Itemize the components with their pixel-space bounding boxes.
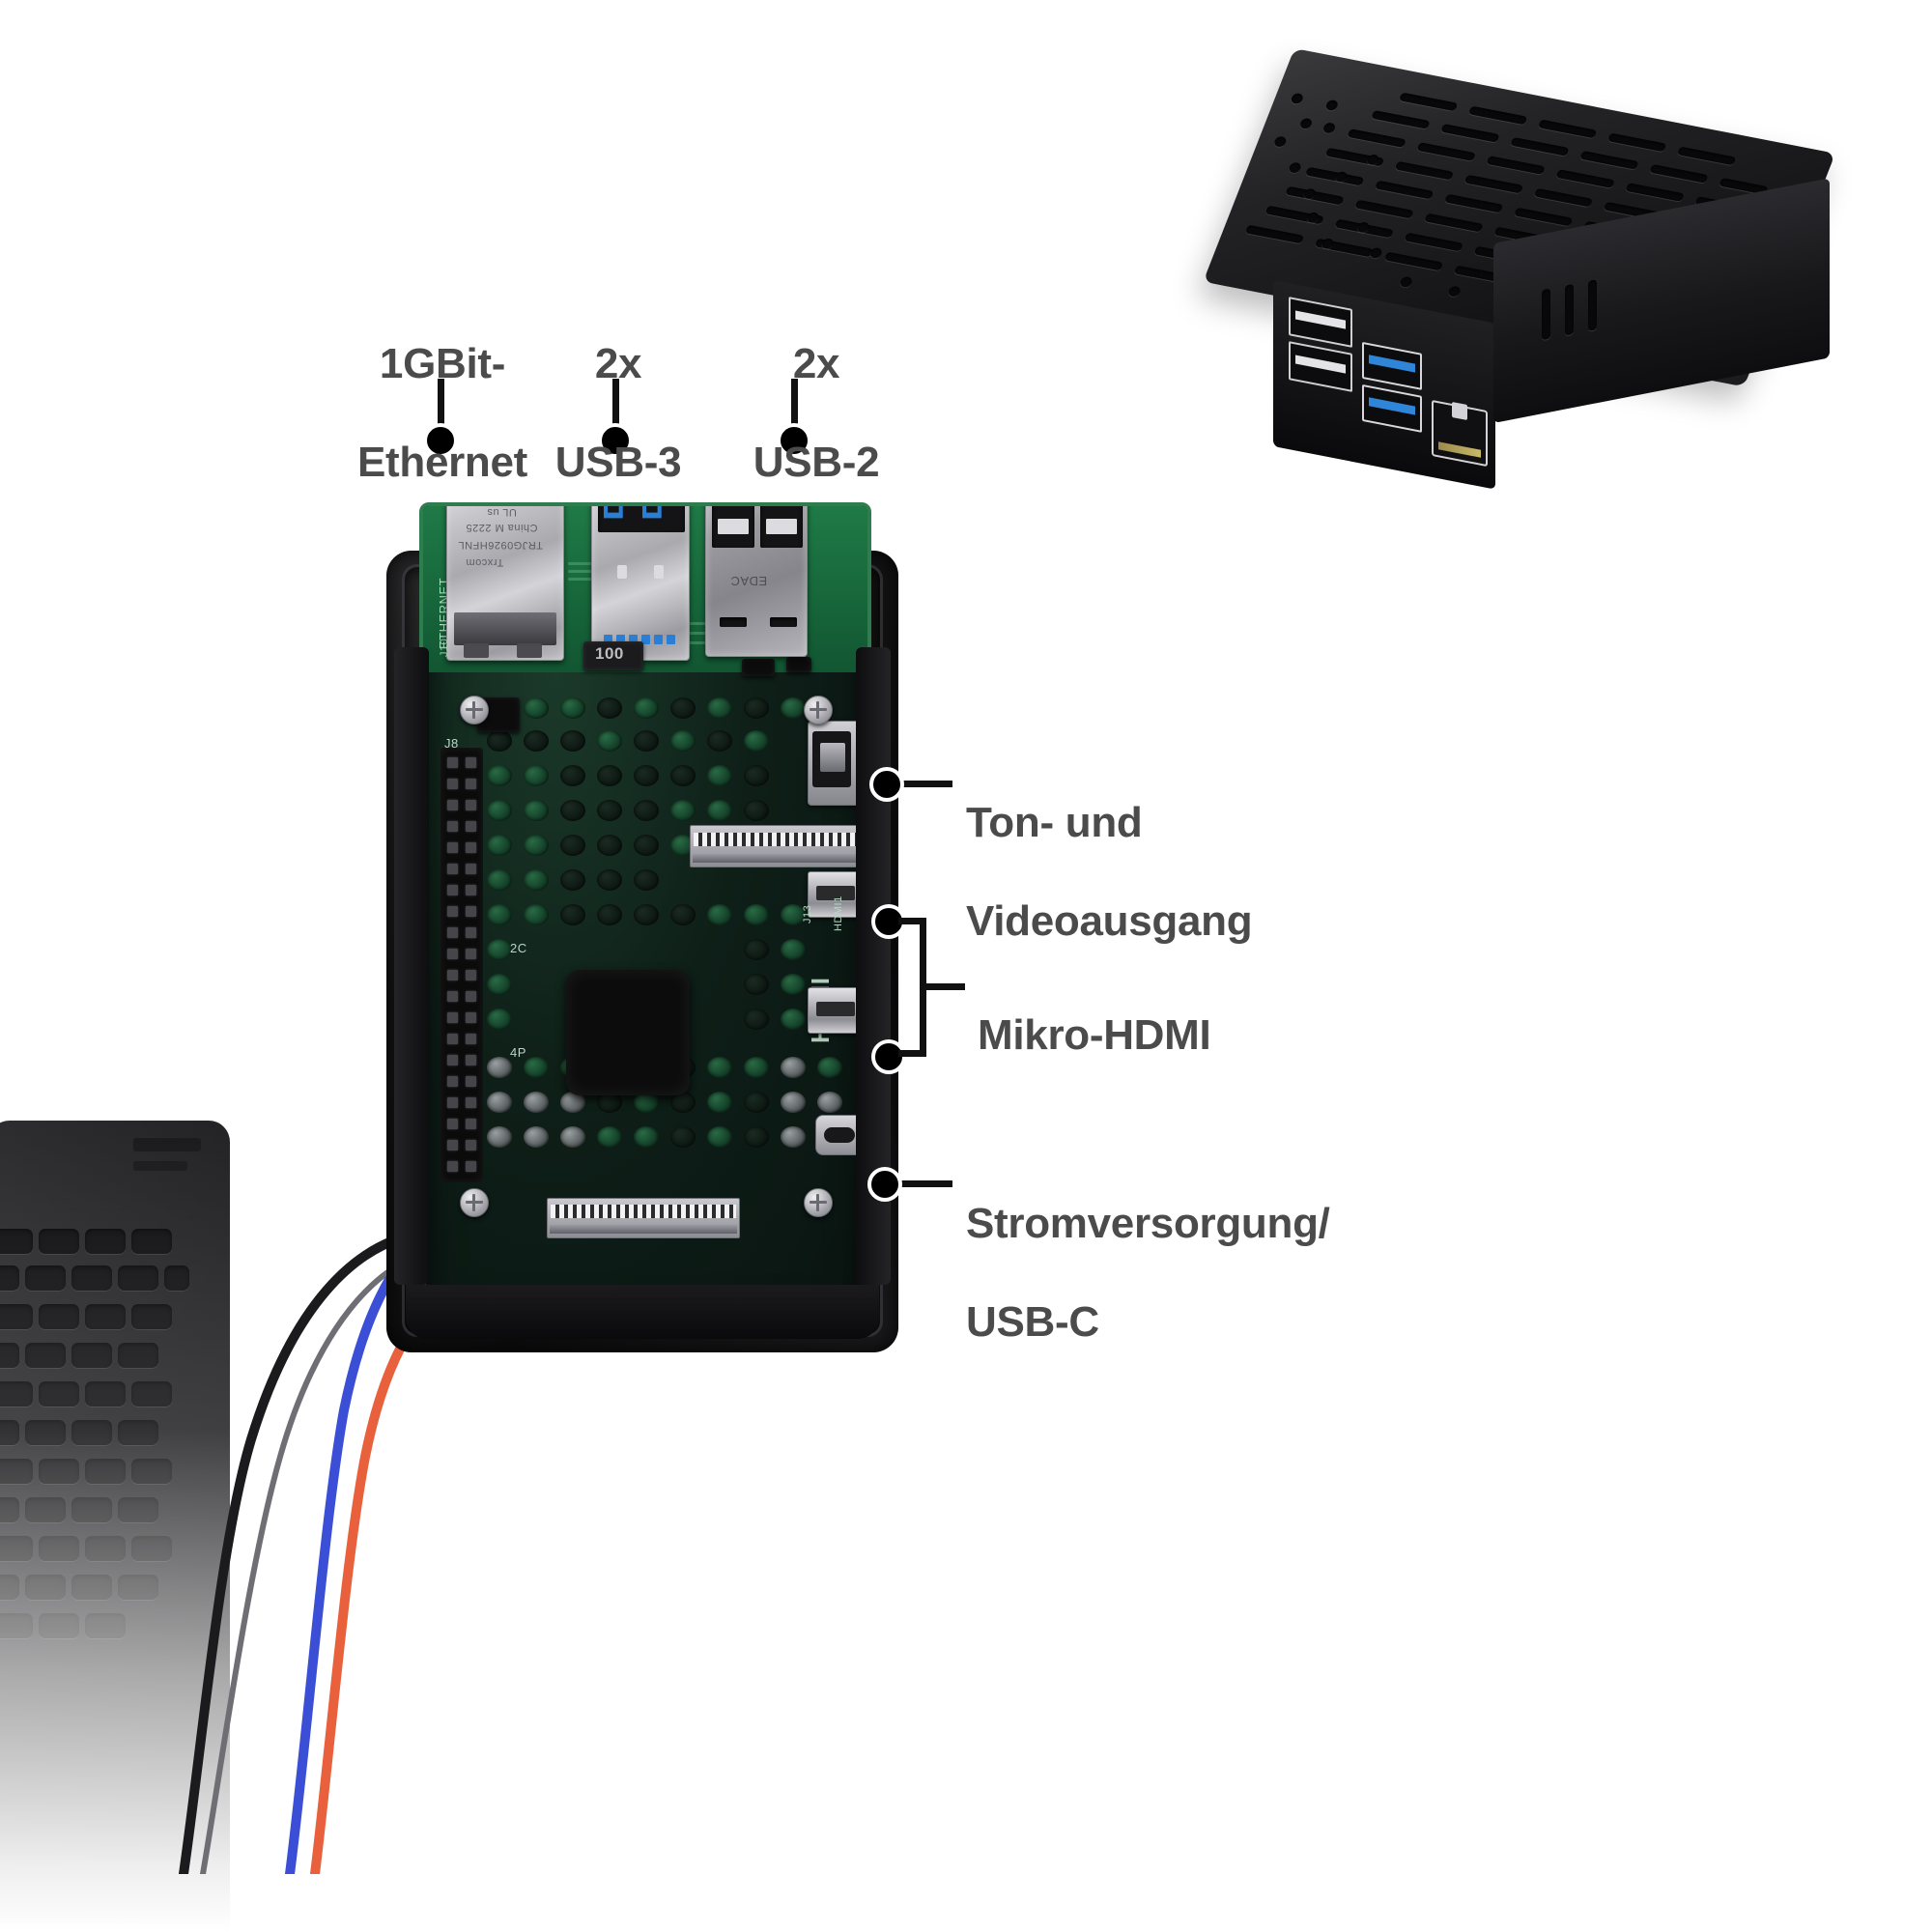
micro-hdmi-1-port xyxy=(808,987,864,1034)
gpio-header xyxy=(440,748,483,1182)
leader-line-av-out xyxy=(898,781,952,787)
callout-dot-av-out xyxy=(869,767,904,802)
mount-screw-top-right xyxy=(804,696,833,724)
label-ethernet-line2: Ethernet xyxy=(356,439,528,487)
leader-line-ethernet xyxy=(438,379,444,435)
inductor xyxy=(583,641,643,670)
silkscreen-gpio-2c: 2C xyxy=(510,941,527,955)
silkscreen-ethernet-ref: J10 xyxy=(439,638,450,657)
ffc-connector-upper xyxy=(690,825,860,867)
label-usb3-line2: USB-3 xyxy=(554,439,682,487)
usb-c-power-port xyxy=(815,1115,864,1155)
leader-line-usb3 xyxy=(612,379,619,435)
mount-screw-bottom-right xyxy=(804,1188,833,1217)
label-av-out-line2: Videoausgang xyxy=(966,897,1253,946)
silkscreen-gpio-4p: 4P xyxy=(510,1045,526,1060)
label-usb3-line1: 2x xyxy=(594,340,642,388)
silkscreen-ethernet-vendor: Trxcom xyxy=(466,556,504,568)
case-usb2-lower-port xyxy=(1289,341,1352,392)
label-usb3: 2x USB-3 xyxy=(555,290,682,536)
soc-shield xyxy=(566,970,690,1095)
case-usb3-upper-port xyxy=(1362,341,1422,390)
case-bottom-edge xyxy=(406,1285,879,1339)
case-ethernet-port xyxy=(1432,399,1488,468)
smd-chip-right-2 xyxy=(786,657,811,672)
callout-bracket-micro-hdmi xyxy=(898,918,926,1057)
label-ethernet: 1GBit- Ethernet xyxy=(357,290,527,536)
callout-dot-power-usbc xyxy=(867,1167,902,1202)
label-power-usbc-line1: Stromversorgung/ xyxy=(966,1200,1330,1248)
leader-line-power-usbc xyxy=(896,1180,952,1187)
label-micro-hdmi: Mikro-HDMI xyxy=(978,961,1211,1109)
silkscreen-ethernet-part: TRJG0926HFNL xyxy=(458,539,543,551)
usb2-port-stack xyxy=(705,506,808,657)
silkscreen-hdmi1: HDMI1 xyxy=(833,895,844,931)
label-power-usbc: Stromversorgung/ USB-C xyxy=(966,1150,1330,1396)
ffc-connector-lower xyxy=(547,1198,740,1238)
micro-hdmi-0-port xyxy=(808,871,864,918)
solder-hole-matrix xyxy=(448,690,854,1240)
leader-line-micro-hdmi xyxy=(926,983,965,990)
label-usb2-line1: 2x xyxy=(792,340,840,388)
case-usb3-lower-port xyxy=(1362,384,1422,433)
ethernet-jack xyxy=(446,506,564,661)
pcb: ETHERNET USB3 xyxy=(419,502,871,1323)
mount-screw-top-left xyxy=(460,696,489,724)
callout-dot-micro-hdmi-bottom xyxy=(871,1039,906,1074)
case-left-rail xyxy=(394,647,429,1285)
raspberry-pi-assembly: ETHERNET USB3 xyxy=(386,502,898,1352)
label-usb2: 2x USB-2 xyxy=(753,290,880,536)
label-av-out-line1: Ton- und xyxy=(966,799,1143,847)
label-micro-hdmi-line1: Mikro-HDMI xyxy=(978,1011,1211,1060)
silkscreen-gpio-ref: J8 xyxy=(444,736,459,751)
callout-dot-usb3 xyxy=(598,423,633,458)
silkscreen-usb2-vendor: EDAC xyxy=(730,574,768,588)
callout-dot-ethernet xyxy=(423,423,458,458)
label-usb2-line2: USB-2 xyxy=(753,439,880,487)
label-ethernet-line1: 1GBit- xyxy=(379,340,506,388)
usb3-port-stack xyxy=(591,506,690,661)
closed-case-photo xyxy=(1203,39,1893,541)
label-av-out: Ton- und Videoausgang xyxy=(966,749,1253,995)
label-power-usbc-line2: USB-C xyxy=(966,1298,1099,1347)
callout-dot-usb2 xyxy=(777,423,811,458)
case-usb2-upper-port xyxy=(1289,297,1352,348)
silkscreen-inductor-value: 100 xyxy=(595,644,624,663)
mount-screw-bottom-left xyxy=(460,1188,489,1217)
smd-chip-right xyxy=(742,659,775,676)
leader-line-usb2 xyxy=(791,379,798,435)
silkscreen-hdmi-j13: J13 xyxy=(802,904,813,923)
